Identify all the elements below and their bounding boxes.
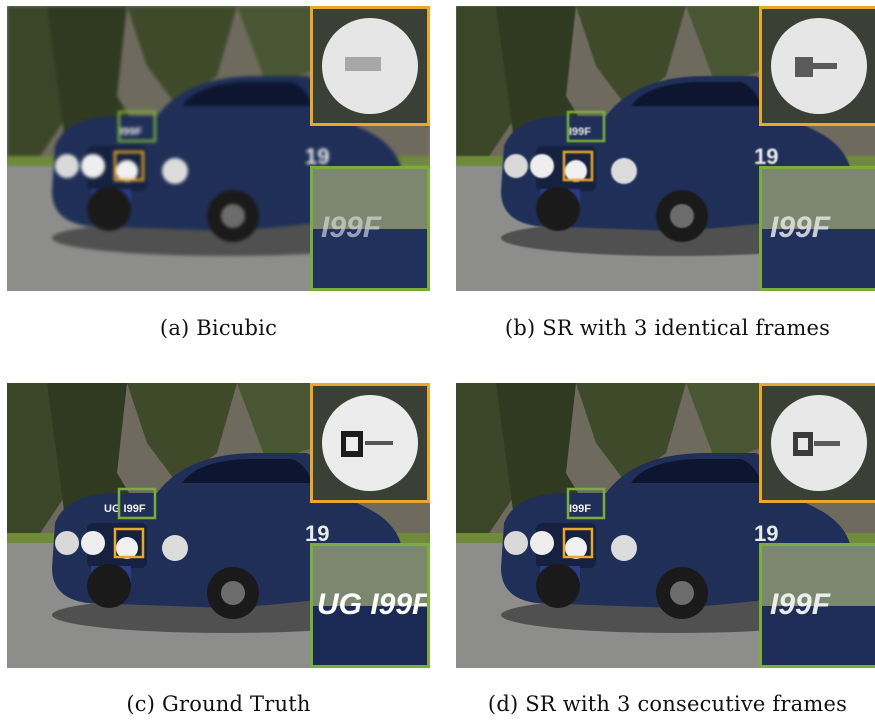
svg-text:I99F: I99F: [569, 126, 591, 138]
panel-ground-truth: 19 UG I99F UG I99F: [7, 383, 430, 668]
svg-text:19: 19: [305, 144, 329, 169]
car-scene-image: 19 I99F: [456, 383, 875, 668]
plate-text-inset: I99F: [759, 543, 875, 668]
panel-bicubic: 19 I99F I99F: [7, 6, 430, 291]
svg-text:I99F: I99F: [569, 503, 591, 515]
caption-bicubic: (a) Bicubic: [159, 316, 278, 340]
caption-ground-truth: (c) Ground Truth: [126, 692, 311, 716]
svg-text:I99F: I99F: [770, 211, 831, 244]
svg-text:I99F: I99F: [321, 211, 382, 244]
headlight-badge-inset: [759, 383, 875, 503]
svg-text:19: 19: [754, 521, 778, 546]
plate-text-inset: I99F: [310, 166, 430, 291]
caption-sr-identical: (b) SR with 3 identical frames: [504, 316, 831, 340]
caption-sr-consecutive: (d) SR with 3 consecutive frames: [487, 692, 848, 716]
panel-sr-consecutive: 19 I99F I99F: [456, 383, 875, 668]
svg-text:19: 19: [305, 521, 329, 546]
headlight-badge-inset: [310, 383, 430, 503]
plate-text-inset: UG I99F: [310, 543, 430, 668]
svg-text:UG I99F: UG I99F: [104, 503, 146, 515]
headlight-badge-inset: [759, 6, 875, 126]
panel-sr-identical: 19 I99F I99F: [456, 6, 875, 291]
headlight-badge-inset: [310, 6, 430, 126]
svg-text:19: 19: [754, 144, 778, 169]
svg-text:I99F: I99F: [120, 126, 142, 138]
svg-text:I99F: I99F: [770, 588, 831, 621]
svg-text:UG I99F: UG I99F: [317, 588, 427, 621]
plate-text-inset: I99F: [759, 166, 875, 291]
